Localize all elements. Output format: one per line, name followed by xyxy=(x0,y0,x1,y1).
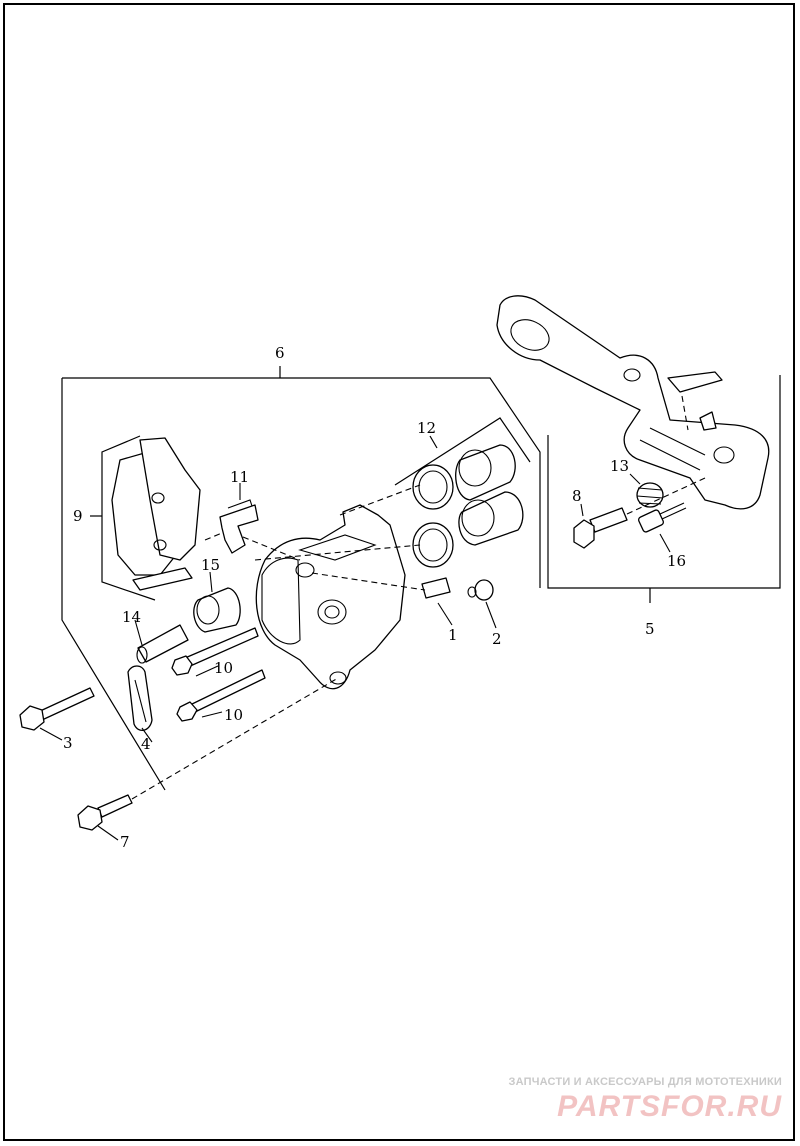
bellows-boot-13 xyxy=(636,482,664,508)
callout-15: 15 xyxy=(201,556,220,574)
sleeve-14 xyxy=(136,624,189,664)
bleeder-valve-1 xyxy=(311,572,451,599)
assembly-bracket-5 xyxy=(547,375,781,603)
slide-pin-16 xyxy=(637,502,687,533)
callout-4: 4 xyxy=(141,735,151,753)
assembly-bracket-6 xyxy=(61,366,541,791)
callout-2: 2 xyxy=(492,630,502,648)
caliper-body xyxy=(255,504,406,690)
callout-7: 7 xyxy=(120,833,130,851)
piston-upper xyxy=(455,444,516,501)
callout-11: 11 xyxy=(230,468,249,486)
callout-5: 5 xyxy=(645,620,655,638)
callout-3: 3 xyxy=(63,734,73,752)
callout-10-upper: 10 xyxy=(214,659,233,677)
callout-16: 16 xyxy=(667,552,686,570)
watermark: ЗАПЧАСТИ И АКСЕССУАРЫ ДЛЯ МОТОТЕХНИКИ PA… xyxy=(509,1076,782,1124)
callout-9: 9 xyxy=(73,507,83,525)
pad-spring-11 xyxy=(204,499,259,554)
bushing-15 xyxy=(193,587,241,633)
pin-bolt-8 xyxy=(573,477,706,549)
assembly-line-b xyxy=(339,484,421,516)
leader-lines xyxy=(39,473,671,841)
assembly-bracket-12 xyxy=(394,417,531,486)
callout-1: 1 xyxy=(448,626,458,644)
callout-10-lower: 10 xyxy=(224,706,243,724)
plate-4 xyxy=(127,665,153,731)
watermark-tagline: ЗАПЧАСТИ И АКСЕССУАРЫ ДЛЯ МОТОТЕХНИКИ xyxy=(508,1076,782,1088)
caliper-mounting-bracket xyxy=(496,295,770,510)
brake-pad-inner xyxy=(139,437,201,561)
callout-12: 12 xyxy=(417,419,436,437)
bolt-10-lower xyxy=(176,669,266,722)
bleeder-cap-2 xyxy=(467,579,494,601)
callout-13: 13 xyxy=(610,457,629,475)
assembly-line-c xyxy=(254,544,421,561)
bolt-10-upper xyxy=(171,627,259,676)
piston-seal-upper xyxy=(412,464,454,510)
assembly-line-a xyxy=(242,536,301,561)
piston-lower xyxy=(458,491,524,546)
assembly-bracket-9 xyxy=(90,435,156,601)
callout-6: 6 xyxy=(275,344,285,362)
piston-seal-lower xyxy=(412,522,454,568)
callout-14: 14 xyxy=(122,608,141,626)
pad-shim xyxy=(132,567,193,591)
bolt-3 xyxy=(19,687,95,731)
bolt-7 xyxy=(77,677,339,831)
callout-8: 8 xyxy=(572,487,582,505)
watermark-logo: PARTSFOR.RU xyxy=(557,1090,782,1123)
